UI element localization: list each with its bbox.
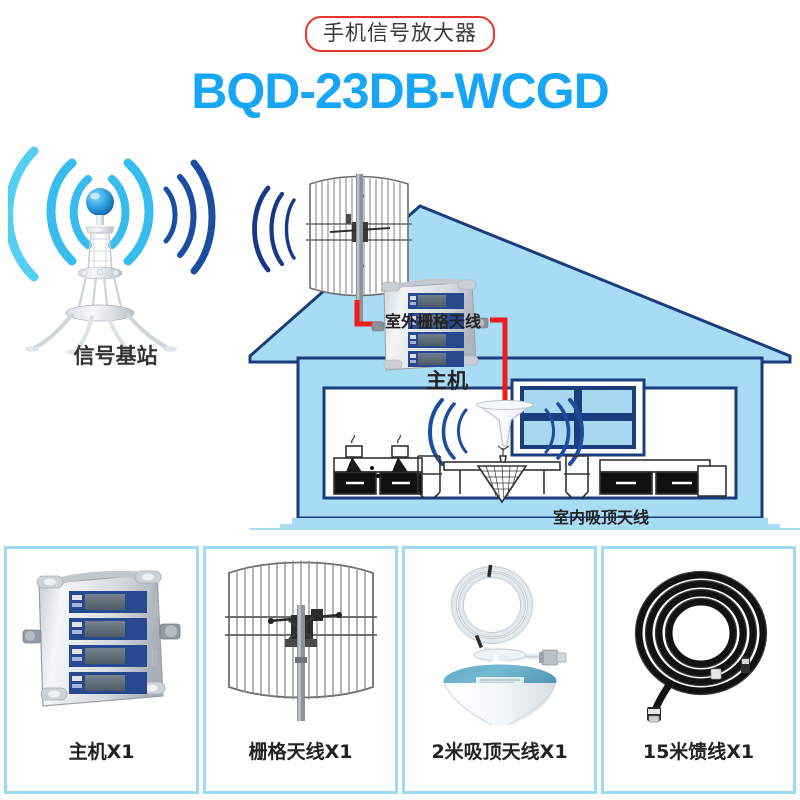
title-container: BQD-23DB-WCGD [0, 62, 800, 120]
outdoor-grid-antenna-icon [306, 174, 412, 322]
product-image-grid-antenna [206, 549, 395, 735]
indoor-ceiling-antenna-icon [475, 400, 535, 447]
badge-container: 手机信号放大器 [0, 16, 800, 53]
cable-host-to-ceiling-antenna [490, 317, 508, 408]
signal-tower-icon [4, 146, 216, 355]
product-card-ceiling-antenna[interactable]: 2米吸顶天线X1 [402, 546, 597, 794]
product-caption-host: 主机X1 [68, 741, 135, 763]
tower-label: 信号基站 [73, 344, 158, 368]
indoor-antenna-label: 室内吸顶天线 [553, 508, 650, 527]
feeder-cable-icon [634, 570, 767, 723]
product-card-grid-antenna[interactable]: 栅格天线X1 [203, 546, 398, 794]
product-image-feeder-cable [604, 549, 793, 735]
booster-host-icon [22, 570, 180, 707]
dining-table-furniture [416, 445, 590, 504]
product-caption-feeder-cable: 15米馈线X1 [642, 741, 755, 763]
house-system-diagram: 室外栅格天线 主机 室内吸顶天线 [0, 100, 800, 538]
product-card-feeder-cable[interactable]: 15米馈线X1 [601, 546, 796, 794]
indoor-signal-waves [428, 398, 584, 466]
house-foundation [250, 518, 800, 538]
incoming-signal-waves [252, 185, 296, 273]
product-caption-grid-antenna: 栅格天线X1 [248, 741, 353, 763]
product-card-host[interactable]: 主机X1 [4, 546, 199, 794]
ceiling-antenna-icon [440, 564, 566, 726]
host-label: 主机 [426, 369, 468, 393]
signal-tower-block: 信号基站 [4, 105, 223, 380]
product-list: 主机X1 [4, 546, 796, 794]
product-image-host [7, 549, 196, 735]
product-category-badge: 手机信号放大器 [305, 16, 495, 53]
page-title: BQD-23DB-WCGD [191, 63, 610, 119]
host-booster-icon [371, 278, 489, 371]
tv-cabinet-furniture [599, 459, 727, 497]
product-caption-ceiling-antenna: 2米吸顶天线X1 [431, 741, 568, 763]
kitchen-counter-furniture [333, 434, 423, 495]
grid-antenna-icon [224, 560, 377, 721]
product-image-ceiling-antenna [405, 549, 594, 735]
outdoor-antenna-label: 室外栅格天线 [385, 312, 482, 331]
